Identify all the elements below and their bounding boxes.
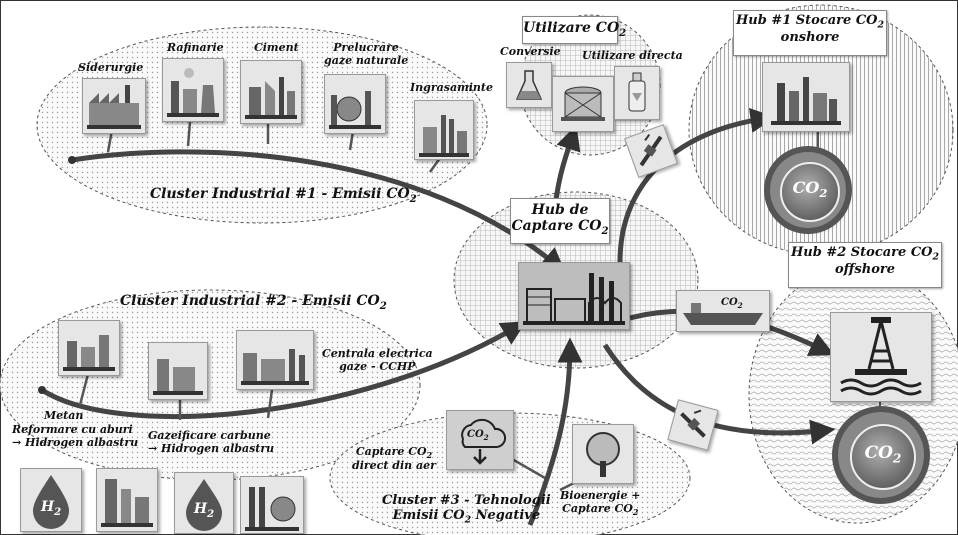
h2-drop-card-1: H2 — [20, 468, 82, 532]
fertilizer-plant-icon — [419, 115, 469, 157]
gasifier-icon — [245, 487, 299, 531]
cluster1-feeders — [106, 118, 442, 173]
hydrogen-plant-icon — [101, 479, 153, 527]
h2-text-2: H2 — [193, 501, 215, 520]
hub1-onshore-card — [762, 62, 850, 132]
valve-card-2 — [667, 399, 719, 451]
gas-processing-icon — [329, 91, 381, 129]
beccs-label: Bioenergie +Captare CO2 — [560, 489, 641, 517]
reformer-plant-icon — [63, 335, 115, 371]
h2-plant-card — [96, 468, 158, 532]
cluster3-pipeline — [527, 337, 583, 526]
hub2-co2-disc: CO2 — [838, 412, 924, 498]
storage-tank-card — [552, 76, 614, 132]
to-utilizare-pipe — [553, 124, 581, 201]
oil-platform-icon — [840, 317, 922, 396]
utilizare-directa-card — [614, 66, 660, 120]
cluster2-node — [38, 386, 46, 394]
rafinarie-card — [162, 58, 224, 122]
steel-factory-icon — [87, 85, 141, 129]
metan-reformare-label: Reformare cu aburi→ Hidrogen albastru — [12, 423, 139, 449]
gazeificare-plant-card — [148, 342, 208, 400]
hub2-co2-inner: CO2 — [850, 424, 916, 490]
valve-icon — [639, 134, 663, 167]
tree-icon — [586, 432, 620, 477]
valve-card-1 — [624, 124, 678, 178]
conversie-label: Conversie — [500, 45, 561, 58]
label-rafinarie: Rafinarie — [167, 41, 224, 54]
utilizare-directa-label: Utilizare directa — [582, 49, 683, 62]
gasifier-card — [240, 476, 304, 534]
cluster1-node — [68, 156, 76, 164]
cluster2-title: Cluster Industrial #2 - Emisii CO2 — [120, 293, 387, 312]
metan-label: Metan — [44, 409, 84, 422]
ccgt-plant-card — [236, 330, 314, 390]
cluster1-pipeline — [71, 149, 566, 273]
conversie-card — [506, 62, 552, 108]
cloud-down-icon — [461, 418, 506, 465]
gas-power-plant-icon — [241, 349, 309, 385]
hub1-co2-disc: CO2 — [770, 152, 846, 228]
h2-drop-card-2: H2 — [174, 472, 234, 534]
label-ciment: Ciment — [254, 41, 299, 54]
h2-text-1: H2 — [40, 499, 62, 518]
hydrogen-drop-icon — [186, 479, 222, 531]
ciment-card — [240, 60, 302, 124]
gazeificare-label: Gazeificare carbune→ Hidrogen albastru — [148, 429, 275, 455]
gaze-naturale-card — [324, 74, 386, 134]
hub1-co2-text: CO2 — [792, 178, 828, 201]
dac-card: CO2 — [446, 410, 514, 470]
flask-icon — [515, 70, 543, 100]
gasification-plant-icon — [153, 359, 203, 395]
cluster1-title: Cluster Industrial #1 - Emisii CO2 — [150, 186, 417, 205]
metan-plant-card — [58, 320, 120, 376]
cluster2-feeders — [78, 373, 274, 420]
ship-co2-label: CO2 — [721, 297, 743, 310]
dac-icon-text: CO2 — [467, 429, 489, 442]
label-ingrasaminte: Ingrasaminte — [410, 81, 493, 94]
siderurgie-card — [82, 78, 146, 134]
hydrogen-drop-icon — [33, 475, 69, 529]
utilizare-title: Utilizare CO2 — [523, 20, 627, 39]
ship-icon — [683, 303, 763, 325]
capture-plant-icon — [523, 273, 625, 325]
ingrasaminte-card — [414, 100, 474, 160]
tank-icon — [561, 86, 605, 121]
cluster2-pipeline — [40, 321, 527, 420]
label-siderurgie: Siderurgie — [78, 61, 144, 74]
ship-card: CO2 — [676, 290, 770, 332]
utilizare-title-box: Utilizare CO2 — [522, 16, 627, 44]
refinery-icon — [771, 77, 841, 125]
valve-icon — [680, 409, 706, 438]
capture-plant-card — [518, 262, 630, 330]
bottle-icon — [628, 72, 646, 112]
bioenergie-card — [572, 424, 634, 484]
hub2-co2-text: CO2 — [864, 443, 902, 466]
hub1-co2-inner: CO2 — [780, 162, 840, 222]
refinery-icon — [167, 68, 219, 117]
hub2-offshore-card — [830, 312, 932, 402]
cement-plant-icon — [245, 77, 297, 119]
